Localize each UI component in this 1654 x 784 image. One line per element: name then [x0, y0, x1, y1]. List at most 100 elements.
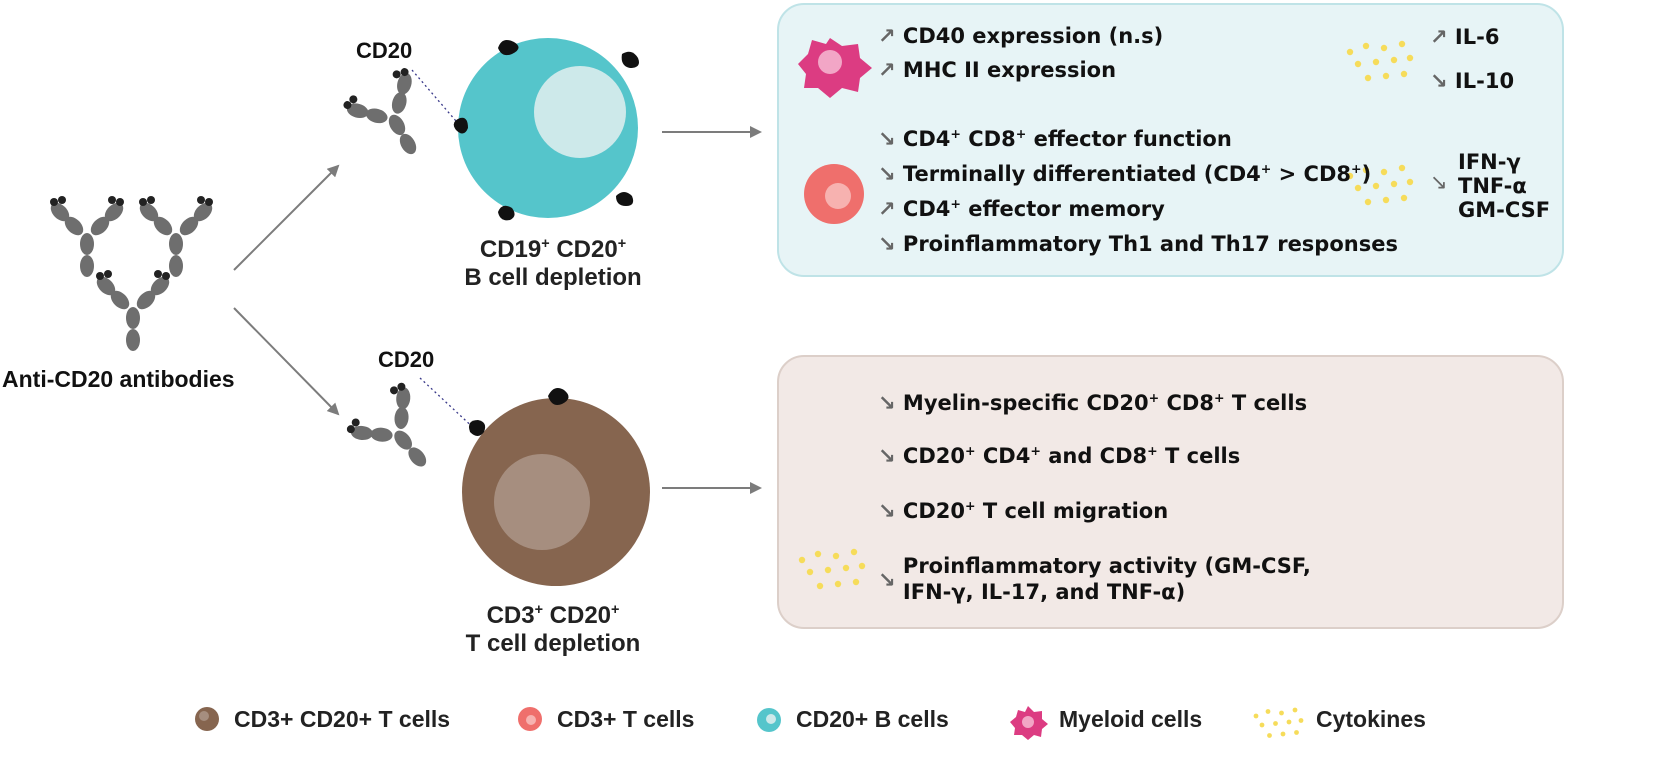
cd20-antigen [469, 420, 486, 436]
superscript: + [541, 236, 550, 252]
cd20-label-top: CD20 [356, 38, 413, 63]
row-label: IFN-γ, IL-17, and TNF-α) [902, 580, 1186, 604]
tcell-row-memory: ↗ CD4+ effector memory [878, 196, 1165, 222]
row-label: Myelin-specific CD20 [902, 391, 1149, 415]
row-label: effector memory [960, 197, 1165, 221]
antibody-cluster [47, 196, 216, 351]
b-cell-caption-line2: B cell depletion [464, 264, 642, 291]
superscript: + [950, 196, 961, 211]
row-label: CD4 [902, 197, 951, 221]
myeloid-row-mhc: ↗ MHC II expression [878, 57, 1116, 83]
row-label: CD8 [1159, 391, 1214, 415]
row-label: CD40 expression (n.s) [902, 24, 1164, 48]
t-cell-caption-line1: CD3+ CD20+ [428, 602, 678, 630]
legend-label-myeloid: Myeloid cells [1059, 706, 1203, 732]
antibody-icon [136, 196, 216, 277]
bottom-effects-panel [777, 355, 1564, 629]
cytokine-label: IL-10 [1454, 69, 1515, 93]
row-label: Terminally differentiated (CD4 [902, 162, 1261, 186]
cytokine-il6: ↗ IL-6 [1430, 25, 1499, 49]
legend-label-t-cell: CD3+ T cells [557, 706, 695, 732]
superscript: + [1260, 161, 1272, 176]
row-label: CD4 [902, 127, 951, 151]
row-label: effector function [1026, 127, 1232, 151]
superscript: + [611, 602, 620, 618]
legend-cytokines-icon [1253, 707, 1304, 738]
tcell-row-th1-th17: ↘ Proinflammatory Th1 and Th17 responses [878, 231, 1398, 257]
up-arrow-icon: ↗ [1430, 25, 1448, 49]
cd20-label-bottom: CD20 [378, 347, 435, 372]
caption-text: CD20 [542, 602, 612, 629]
superscript: + [534, 602, 543, 618]
down-arrow-icon: ↘ [1430, 69, 1448, 93]
superscript: + [1015, 126, 1027, 141]
legend-myeloid-cell-icon [1010, 706, 1048, 740]
cytokine-il10: ↘ IL-10 [1430, 69, 1514, 93]
row-label: CD20 [902, 499, 965, 523]
tcell-cytokine-list: IFN-γ TNF-α GM-CSF [1458, 150, 1550, 222]
legend-t-cell-cd20-icon [195, 707, 219, 731]
tcell-cytokine-arrow: ↘ [1430, 170, 1448, 194]
superscript: + [950, 126, 961, 141]
down-arrow-icon: ↘ [878, 499, 896, 523]
cytokine-label: TNF-α [1458, 174, 1527, 198]
up-arrow-icon: ↗ [878, 197, 896, 221]
cytokine-label: IFN-γ [1458, 150, 1521, 174]
cd20-pointer-bottom [419, 377, 479, 433]
cd20-antigen [616, 192, 634, 206]
legend-label-cytokines: Cytokines [1316, 706, 1426, 732]
t-cell-icon [804, 164, 864, 224]
antibody-icon [341, 377, 455, 491]
myeloid-cell-icon [798, 38, 872, 98]
antibodies-label: Anti-CD20 antibodies [2, 366, 235, 392]
antibody-icon [93, 270, 173, 351]
row-label: and CD8 [1040, 444, 1148, 468]
up-arrow-icon: ↗ [878, 24, 896, 48]
superscript: + [1351, 161, 1362, 176]
superscript: + [965, 498, 976, 513]
row-label: Proinflammatory Th1 and Th17 responses [902, 232, 1398, 256]
down-arrow-icon: ↘ [878, 232, 896, 256]
row-label: MHC II expression [902, 58, 1117, 82]
myeloid-row-cd40: ↗ CD40 expression (n.s) [878, 23, 1163, 49]
arrow-to-t-cell [233, 307, 340, 416]
legend-label-b-cell: CD20+ B cells [796, 706, 949, 732]
down-arrow-icon: ↘ [878, 391, 896, 415]
b-cell-caption-line1: CD19+ CD20+ [428, 236, 678, 264]
superscript: + [617, 236, 627, 252]
proinflammatory-text: Proinflammatory activity (GM-CSF, IFN-γ,… [903, 553, 1311, 605]
row-label: > CD8 [1271, 162, 1352, 186]
tcell-row-terminal: ↘ Terminally differentiated (CD4+ > CD8+… [878, 161, 1371, 187]
row-label: Proinflammatory activity (GM-CSF, [902, 554, 1311, 578]
cytokine-label: GM-CSF [1458, 198, 1551, 222]
cd20-antigen [498, 205, 515, 221]
row-label: T cells [1157, 444, 1241, 468]
b-cell [453, 38, 639, 221]
down-arrow-icon: ↘ [878, 127, 896, 151]
bottom-row-cd4-cd8: ↘ CD20+ CD4+ and CD8+ T cells [878, 443, 1240, 469]
up-arrow-icon: ↗ [878, 58, 896, 82]
superscript: + [1030, 443, 1041, 458]
b-cell-caption: CD19+ CD20+ B cell depletion [428, 236, 678, 292]
row-label: CD8 [960, 127, 1016, 151]
row-label: CD20 [902, 444, 965, 468]
row-label: T cell migration [975, 499, 1169, 523]
superscript: + [1148, 390, 1160, 405]
arrow-to-b-cell [233, 164, 340, 271]
antibody-icon [47, 196, 127, 277]
cd20-antigen [621, 51, 639, 68]
down-arrow-icon: ↘ [878, 444, 896, 468]
bottom-row-proinflammatory: ↘ Proinflammatory activity (GM-CSF, IFN-… [878, 553, 1311, 605]
row-label: CD4 [975, 444, 1031, 468]
caption-text: CD3 [486, 602, 535, 629]
down-arrow-icon: ↘ [878, 162, 896, 186]
t-cell-caption-line2: T cell depletion [465, 630, 641, 657]
legend-t-cell-icon [518, 707, 542, 731]
t-cell-caption: CD3+ CD20+ T cell depletion [428, 602, 678, 658]
bottom-row-myelin: ↘ Myelin-specific CD20+ CD8+ T cells [878, 390, 1307, 416]
legend-b-cell-icon [757, 708, 781, 732]
superscript: + [965, 443, 976, 458]
antibody-icon [338, 63, 448, 174]
bottom-row-migration: ↘ CD20+ T cell migration [878, 498, 1168, 524]
